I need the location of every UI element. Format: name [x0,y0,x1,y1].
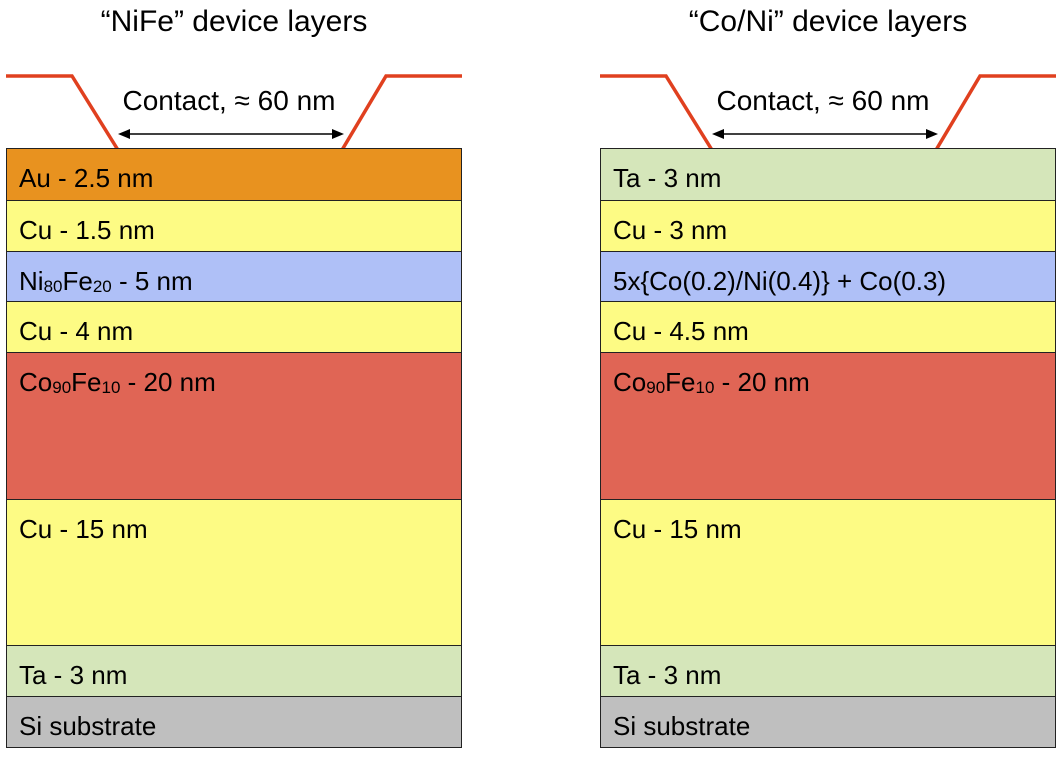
stack-title: “NiFe” device layers [100,5,368,38]
layer-subscript: 90 [52,378,72,397]
layer-7: Ta - 3 nm [601,646,1055,697]
layer-text: - 20 nm [120,367,216,397]
layer-label: Ta - 3 nm [19,660,128,690]
nife-device-stack: “NiFe” device layers Contact, ≈ 60 nm Au… [6,0,462,759]
contact-label: Contact, ≈ 60 nm [122,85,336,116]
contact-line [600,74,714,151]
layer-text: Fe [62,266,93,296]
layer-subscript: 20 [92,277,112,296]
layer-6: Cu - 15 nm [7,500,461,646]
layer-label: Si substrate [19,711,157,741]
layer-label: Cu - 3 nm [613,215,728,245]
layer-text: Co [19,367,53,397]
contact-outline [6,74,462,151]
layer-label: Cu - 15 nm [613,514,742,544]
layer-label: Cu - 1.5 nm [19,215,155,245]
layer-4: Cu - 4.5 nm [601,302,1055,353]
contact-line [6,74,120,151]
layer-7: Ta - 3 nm [7,646,461,697]
layer-label: Ta - 3 nm [613,163,722,193]
layer-label: Ta - 3 nm [613,660,722,690]
contact-line [934,74,1056,151]
coni-device-stack: “Co/Ni” device layers Contact, ≈ 60 nm T… [600,0,1056,759]
layer-2: Cu - 3 nm [601,201,1055,252]
layer-text: Fe [71,367,102,397]
layer-subscript: 80 [43,277,63,296]
layer-subscript: 10 [101,378,121,397]
contact-line [340,74,462,151]
layer-text: Ni [19,266,44,296]
layer-label: Cu - 15 nm [19,514,148,544]
layer-subscript: 90 [646,378,666,397]
layer-subscript: 10 [695,378,715,397]
layer-text: - 20 nm [714,367,810,397]
layer-8: Si substrate [601,697,1055,747]
layer-label: Cu - 4 nm [19,316,134,346]
layer-label: 5x{Co(0.2)/Ni(0.4)} + Co(0.3) [613,266,947,296]
layer-4: Cu - 4 nm [7,302,461,353]
arrowhead-left [118,129,130,139]
layer-text: Co [613,367,647,397]
layer-label: Au - 2.5 nm [19,163,154,193]
layer-text: Fe [665,367,696,397]
contact-outline [600,74,1056,151]
layer-8: Si substrate [7,697,461,747]
layer-label: Si substrate [613,711,751,741]
layer-label: Cu - 4.5 nm [613,316,749,346]
layer-5: Co90Fe10 - 20 nm [601,353,1055,500]
layer-text: - 5 nm [111,266,193,296]
stack-title: “Co/Ni” device layers [688,5,968,38]
arrowhead-left [712,129,724,139]
layer-6: Cu - 15 nm [601,500,1055,646]
layer-1: Ta - 3 nm [601,149,1055,201]
layer-1: Au - 2.5 nm [7,149,461,201]
layer-5: Co90Fe10 - 20 nm [7,353,461,500]
layer-3: Ni80Fe20 - 5 nm [7,252,461,302]
arrowhead-right [926,129,938,139]
arrowhead-right [332,129,344,139]
layer-2: Cu - 1.5 nm [7,201,461,252]
contact-label: Contact, ≈ 60 nm [716,85,930,116]
layer-3: 5x{Co(0.2)/Ni(0.4)} + Co(0.3) [601,252,1055,302]
layer-stack: Ta - 3 nm Cu - 3 nm 5x{Co(0.2)/Ni(0.4)} + … [600,148,1056,748]
